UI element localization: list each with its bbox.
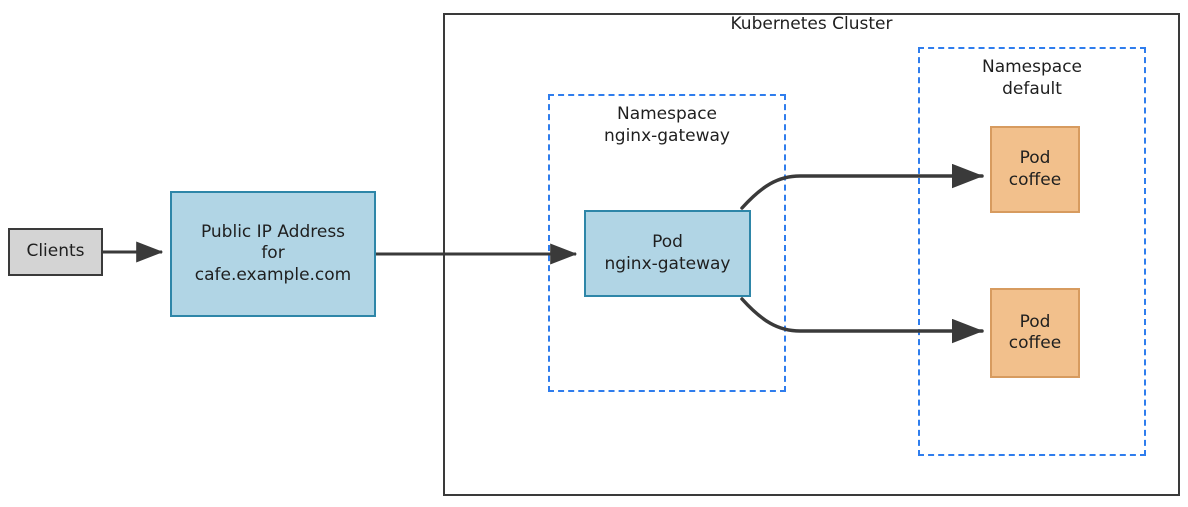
node-public-ip-address[interactable]: Public IP Address for cafe.example.com	[170, 191, 376, 317]
kubernetes-cluster-title: Kubernetes Cluster	[730, 14, 893, 34]
namespace-nginx-gateway-boundary	[548, 94, 786, 392]
namespace-default-label: Namespace default	[981, 57, 1083, 100]
node-pod-coffee-bottom[interactable]: Pod coffee	[990, 288, 1080, 378]
namespace-default-boundary	[918, 47, 1146, 456]
namespace-nginx-gateway-label: Namespace nginx-gateway	[604, 104, 730, 147]
node-pod-coffee-top[interactable]: Pod coffee	[990, 126, 1080, 213]
node-clients[interactable]: Clients	[8, 228, 103, 276]
node-pod-nginx-gateway[interactable]: Pod nginx-gateway	[584, 210, 751, 297]
